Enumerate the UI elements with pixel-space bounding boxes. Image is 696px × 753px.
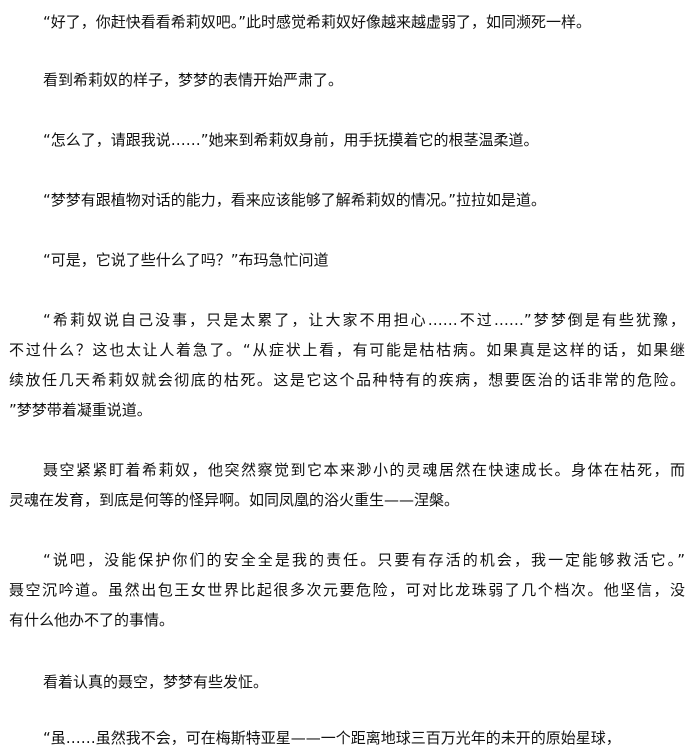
paragraph: “梦梦有跟植物对话的能力，看来应该能够了解希莉奴的情况。”拉拉如是道。 — [9, 185, 685, 215]
text-line: “虽……虽然我不会，可在梅斯特亚星——一个距离地球三百万光年的未开的原始星球， — [43, 729, 621, 747]
paragraph: “怎么了，请跟我说……”她来到希莉奴身前，用手抚摸着它的根茎温柔道。 — [9, 125, 685, 155]
text-line: “希莉奴说自己没事，只是太累了，让大家不用担心……不过……”梦梦倒是有些犹豫， — [43, 311, 685, 329]
paragraph: 看着认真的聂空，梦梦有些发怔。 — [9, 667, 685, 697]
text-line: 看着认真的聂空，梦梦有些发怔。 — [43, 673, 269, 691]
paragraph: “希莉奴说自己没事，只是太累了，让大家不用担心……不过……”梦梦倒是有些犹豫， 不… — [9, 305, 685, 425]
paragraph: “虽……虽然我不会，可在梅斯特亚星——一个距离地球三百万光年的未开的原始星球， — [9, 723, 685, 753]
paragraph: “可是，它说了些什么了吗？”布玛急忙问道 — [9, 245, 685, 275]
paragraph: 聂空紧紧盯着希莉奴，他突然察觉到它本来渺小的灵魂居然在快速成长。身体在枯死，而灵… — [9, 455, 685, 515]
text-line: 续放任几天希莉奴就会彻底的枯死。这是它这个品种特有的疾病，想要医治的话非常的危险… — [9, 371, 685, 389]
text-line: 看到希莉奴的样子，梦梦的表情开始严肃了。 — [43, 71, 344, 89]
text-line: “好了，你赶快看看希莉奴吧。”此时感觉希莉奴好像越来越虚弱了，如同濒死一样。 — [43, 13, 592, 31]
paragraph: “好了，你赶快看看希莉奴吧。”此时感觉希莉奴好像越来越虚弱了，如同濒死一样。 — [9, 7, 685, 37]
text-line: ”梦梦带着凝重说道。 — [9, 401, 152, 419]
paragraph: 看到希莉奴的样子，梦梦的表情开始严肃了。 — [9, 65, 685, 95]
text-line: 聂空沉吟道。虽然出包王女世界比起很多次元要危险，可对比龙珠弱了几个档次。他坚信，… — [9, 581, 685, 599]
text-line: 有什么他办不了的事情。 — [9, 611, 175, 629]
text-line: “怎么了，请跟我说……”她来到希莉奴身前，用手抚摸着它的根茎温柔道。 — [43, 131, 539, 149]
paragraph: “说吧，没能保护你们的安全全是我的责任。只要有存活的机会，我一定能够救活它。” 聂… — [9, 545, 685, 635]
text-line: “说吧，没能保护你们的安全全是我的责任。只要有存活的机会，我一定能够救活它。” — [43, 551, 685, 569]
text-line: 灵魂在发育，到底是何等的怪异啊。如同凤凰的浴火重生——涅槃。 — [9, 491, 460, 509]
text-line: “可是，它说了些什么了吗？”布玛急忙问道 — [43, 251, 329, 269]
text-line: 不过什么？这也太让人着急了。“从症状上看，有可能是枯枯病。如果真是这样的话，如果… — [9, 341, 685, 359]
text-line: 聂空紧紧盯着希莉奴，他突然察觉到它本来渺小的灵魂居然在快速成长。身体在枯死，而 — [43, 461, 685, 479]
text-line: “梦梦有跟植物对话的能力，看来应该能够了解希莉奴的情况。”拉拉如是道。 — [43, 191, 547, 209]
